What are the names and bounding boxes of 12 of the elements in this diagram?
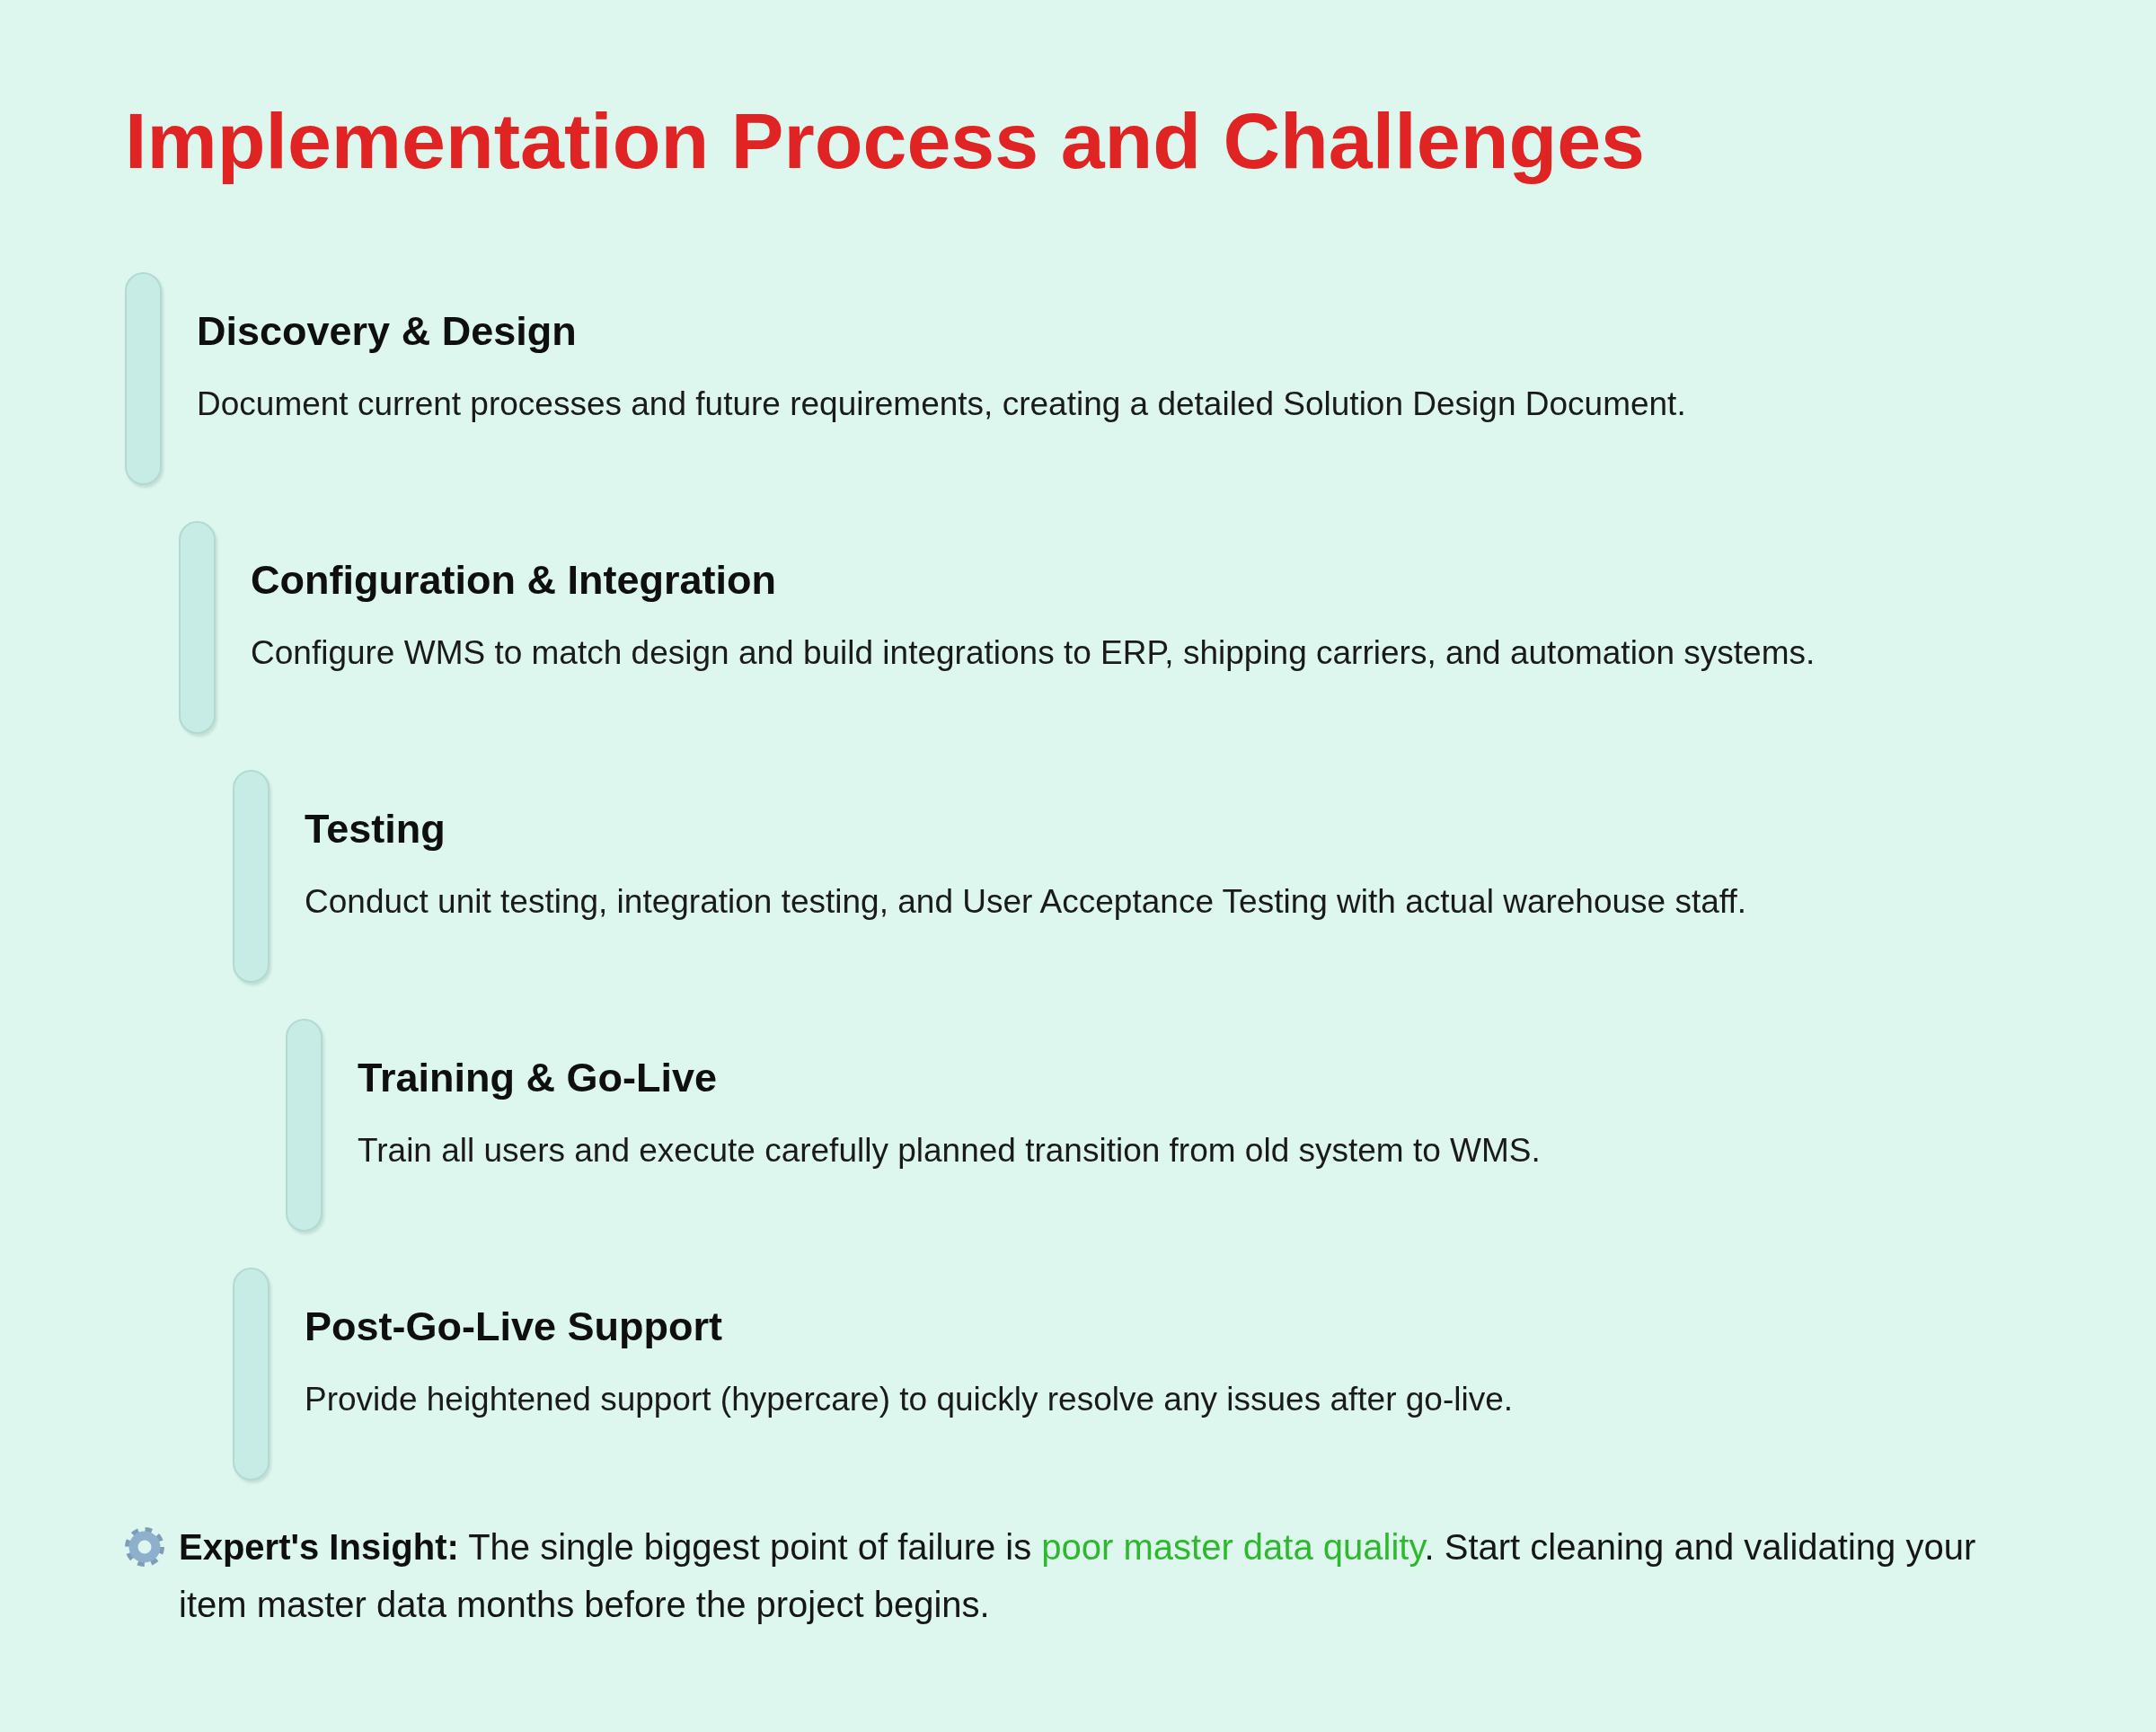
step-description: Train all users and execute carefully planned transition from old system to WMS. — [358, 1131, 1541, 1171]
step-heading: Training & Go-Live — [358, 1054, 719, 1102]
insight-note: Expert's Insight: The single biggest point of failure is poor master data quality. Start cleaning and validating your item master data months before the project begins. — [179, 1526, 1977, 1626]
step-heading: Discovery & Design — [197, 307, 578, 356]
title: Implementation Process and Challenges — [125, 95, 1646, 187]
step-heading: Configuration & Integration — [251, 556, 777, 605]
step-heading: Post-Go-Live Support — [305, 1303, 723, 1351]
step-description: Configure WMS to match design and build integrations to ERP, shipping carriers, and automation systems. — [251, 633, 1816, 673]
step-heading: Testing — [305, 805, 446, 853]
step-description: Document current processes and future requirements, creating a detailed Solution Design Document. — [197, 384, 1686, 424]
step-description: Provide heightened support (hypercare) to quickly resolve any issues after go-live. — [305, 1380, 1514, 1419]
step-description: Conduct unit testing, integration testing, and User Acceptance Testing with actual warehouse staff. — [305, 882, 1746, 922]
